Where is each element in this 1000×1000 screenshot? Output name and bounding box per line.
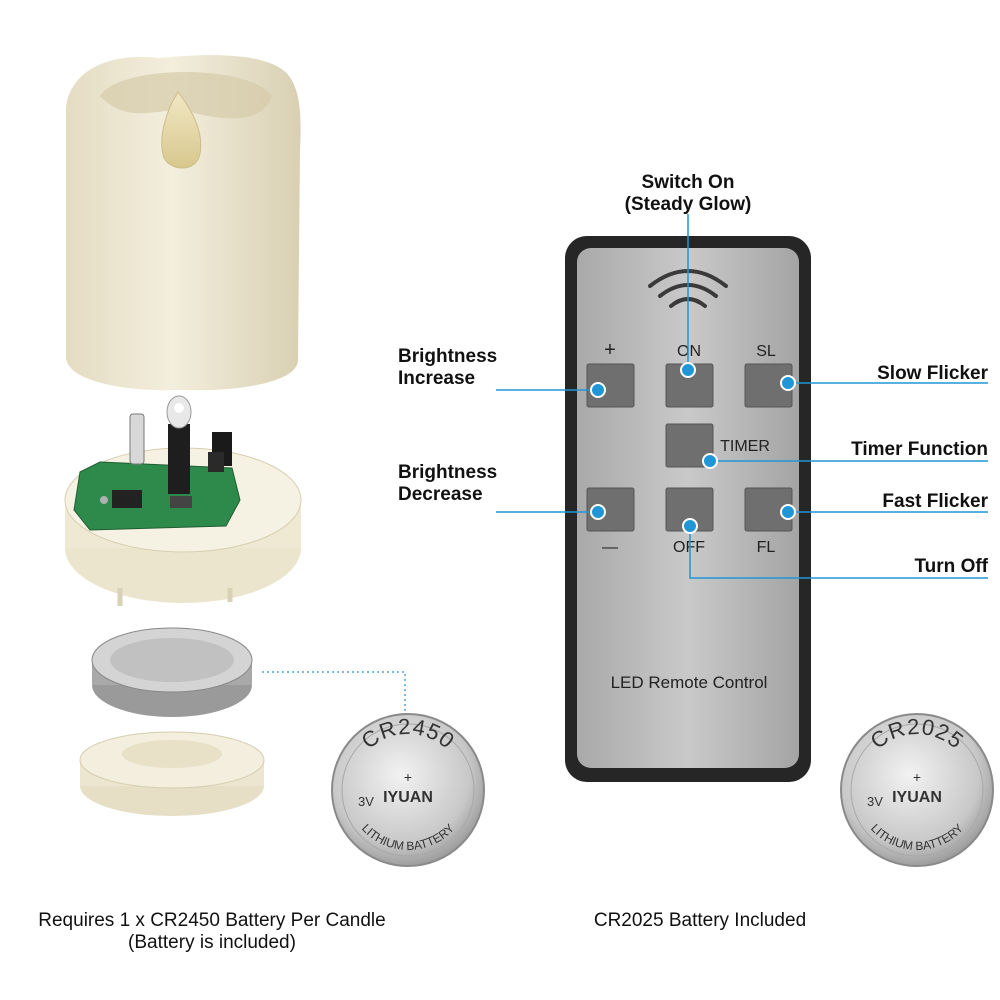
cr2450-brand-text: IYUAN <box>383 789 433 806</box>
fl-callout-dot <box>780 504 796 520</box>
brightness-increase-callout: Brightness Increase <box>398 346 497 390</box>
callout-lines <box>496 214 988 579</box>
cr2025-voltage-text: 3V <box>867 794 883 809</box>
on-callout-dot <box>680 362 696 378</box>
left-caption-line1: Requires 1 x CR2450 Battery Per Candle <box>38 910 386 931</box>
off-callout-dot <box>682 518 698 534</box>
cr2450-coin-cell <box>91 627 253 717</box>
fl-label: FL <box>757 539 776 556</box>
turn-off-callout: Turn Off <box>914 556 988 577</box>
left-caption-line2: (Battery is included) <box>128 932 296 953</box>
timer-button[interactable] <box>665 423 714 468</box>
sl-label: SL <box>756 343 776 360</box>
timer-label: TIMER <box>720 438 770 455</box>
minus-callout-dot <box>590 504 606 520</box>
brightness-decrease-line2: Decrease <box>398 484 483 505</box>
fast-flicker-callout: Fast Flicker <box>882 491 988 512</box>
candle-shell <box>66 55 301 391</box>
switch-on-line2: (Steady Glow) <box>624 194 752 215</box>
brightness-minus-button[interactable] <box>586 487 635 532</box>
remote-footer-label: LED Remote Control <box>611 673 768 692</box>
cr2450-battery-badge: CR2450 + IYUAN 3V LITHIUM BATTERY <box>331 713 485 867</box>
sl-callout-dot <box>780 375 796 391</box>
on-label: ON <box>677 343 701 360</box>
off-label: OFF <box>673 539 705 556</box>
battery-cover <box>79 731 265 816</box>
right-caption: CR2025 Battery Included <box>593 910 807 931</box>
cr2025-battery-badge: CR2025 + IYUAN 3V LITHIUM BATTERY <box>840 713 994 867</box>
brightness-increase-line2: Increase <box>398 368 476 389</box>
timer-function-callout: Timer Function <box>851 439 988 460</box>
brightness-decrease-callout: Brightness Decrease <box>398 462 497 506</box>
cr2450-voltage-text: 3V <box>358 794 374 809</box>
minus-label: — <box>602 539 618 556</box>
brightness-decrease-line1: Brightness <box>398 462 498 483</box>
cr2025-brand-text: IYUAN <box>892 789 942 806</box>
left-caption: Requires 1 x CR2450 Battery Per Candle (… <box>0 910 424 954</box>
circuit-base <box>64 395 302 606</box>
plus-label: + <box>604 339 616 361</box>
plus-callout-dot <box>590 382 606 398</box>
timer-callout-dot <box>702 453 718 469</box>
switch-on-callout: Switch On (Steady Glow) <box>588 172 788 216</box>
svg-text:+: + <box>404 769 412 785</box>
brightness-increase-line1: Brightness <box>398 346 498 367</box>
svg-text:+: + <box>913 769 921 785</box>
slow-flicker-callout: Slow Flicker <box>877 363 988 384</box>
switch-on-line1: Switch On <box>641 172 735 193</box>
